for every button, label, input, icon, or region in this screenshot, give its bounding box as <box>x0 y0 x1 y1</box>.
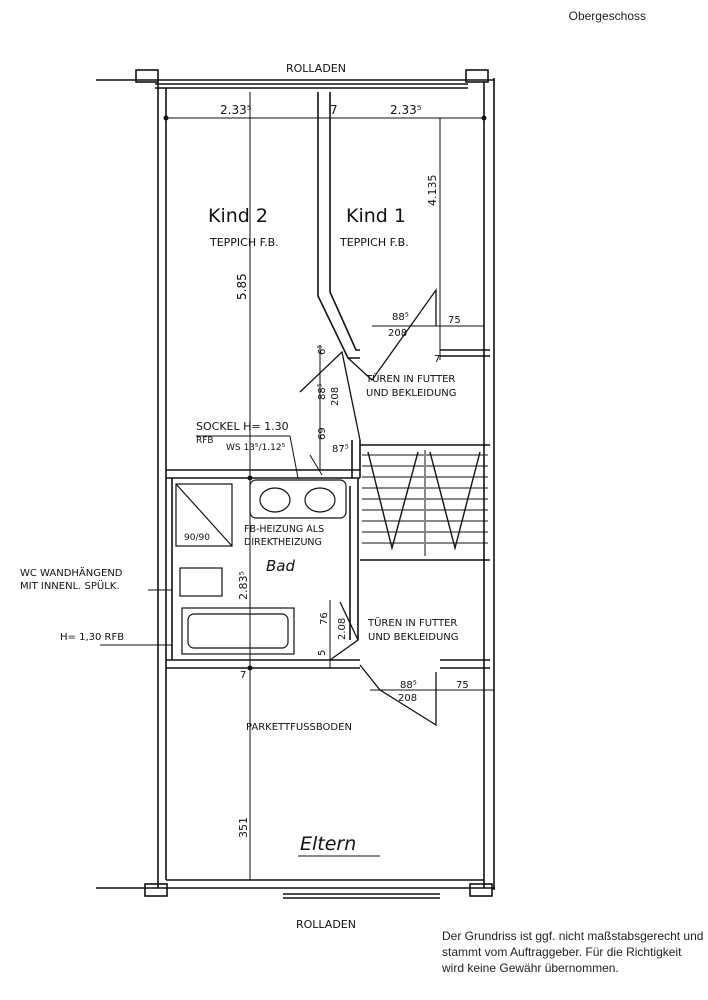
dim-wall-upper-7: 7 <box>434 354 440 365</box>
sockel-label: SOCKEL H= 1.30 <box>196 420 289 433</box>
room-floor-eltern: PARKETTFUSSBODEN <box>246 722 352 733</box>
dim-87: 87⁵ <box>332 444 349 455</box>
dim-width-mid: 7 <box>330 103 338 117</box>
room-floor-kind1: TEPPICH F.B. <box>339 236 409 249</box>
doors-upper-line1: TÜREN IN FUTTER <box>365 372 455 385</box>
disclaimer: Der Grundriss ist ggf. nicht maßstabsger… <box>442 928 704 976</box>
rfb-label: RFB <box>196 436 214 446</box>
door-swing-bad <box>329 601 359 661</box>
heating-line2: DIREKTHEIZUNG <box>244 537 322 548</box>
rolladen-bottom-label: ROLLADEN <box>296 918 356 931</box>
wc-bowl <box>179 567 223 597</box>
dim-width-left: 2.33⁵ <box>220 103 252 117</box>
dim-corridor-6: 6⁵ <box>317 345 328 355</box>
dim-door-lower-height: 208 <box>398 693 417 704</box>
dim-wall-upper: 75 <box>448 315 461 326</box>
walls <box>96 69 495 899</box>
dim-69: 69 <box>317 427 328 440</box>
window-pier-bottom-left <box>144 883 168 897</box>
room-name-eltern: Eltern <box>300 833 356 855</box>
room-floor-kind2: TEPPICH F.B. <box>209 236 279 249</box>
dim-door-lower-width: 88⁵ <box>400 680 417 691</box>
room-name-bad: Bad <box>266 557 295 575</box>
dim-wall-lower: 75 <box>456 680 469 691</box>
dim-kind2-depth: 5.85 <box>235 273 249 300</box>
dim-eltern-depth: 351 <box>237 817 250 838</box>
dim-bad-depth: 2.83⁵ <box>237 571 250 600</box>
dim-wall-7-lower: 7 <box>240 670 246 681</box>
dim-door-upper-height: 208 <box>388 328 407 339</box>
dim-bad-5: 5 <box>317 650 328 656</box>
dim-width-right: 2.33⁵ <box>390 103 422 117</box>
wc-line1: WC WANDHÄNGEND <box>20 566 123 579</box>
window-pier-bottom-right <box>469 883 493 897</box>
bathroom-fixtures <box>175 479 347 655</box>
shower-size: 90/90 <box>184 533 210 543</box>
bathtub <box>181 607 295 655</box>
door-swing-kind1 <box>347 287 437 381</box>
door-swing-eltern <box>359 664 437 727</box>
dimension-lines <box>100 92 494 880</box>
dim-bad-208: 2.08 <box>337 618 348 640</box>
dim-kind1-depth: 4.135 <box>426 175 439 207</box>
room-name-kind2: Kind 2 <box>208 205 268 227</box>
disclaimer-line2: stammt vom Auftraggeber. Für die Richtig… <box>442 945 682 959</box>
wc-line2: MIT INNENL. SPÜLK. <box>20 579 120 592</box>
staircase <box>362 450 488 556</box>
dim-bad-76: 76 <box>319 612 330 625</box>
dim-door-upper-width: 88⁵ <box>392 312 409 323</box>
rolladen-top-label: ROLLADEN <box>286 62 346 75</box>
shower-tray <box>175 483 233 547</box>
disclaimer-line3: wird keine Gewähr übernommen. <box>442 961 619 975</box>
washbasin-right <box>304 487 336 513</box>
heating-line1: FB-HEIZUNG ALS <box>244 524 324 535</box>
washbasin-left <box>259 487 291 513</box>
room-name-kind1: Kind 1 <box>346 205 406 227</box>
double-washbasin <box>249 479 347 519</box>
doors-upper-line2: UND BEKLEIDUNG <box>366 388 457 399</box>
floor-title: Obergeschoss <box>568 9 646 23</box>
doors-lower-line2: UND BEKLEIDUNG <box>368 632 459 643</box>
h130-label: H= 1,30 RFB <box>60 632 124 643</box>
window-pier-left <box>135 69 159 83</box>
dim-corridor-208: 208 <box>330 387 341 406</box>
door-swings <box>299 287 437 727</box>
disclaimer-line1: Der Grundriss ist ggf. nicht maßstabsger… <box>442 929 704 943</box>
doors-lower-line1: TÜREN IN FUTTER <box>367 616 457 629</box>
ws-label: WS 13⁵/1.12⁵ <box>226 443 286 453</box>
window-pier-right <box>465 69 489 83</box>
dim-corridor-88: 88⁵ <box>317 383 328 400</box>
door-swing-kind2 <box>299 350 361 441</box>
